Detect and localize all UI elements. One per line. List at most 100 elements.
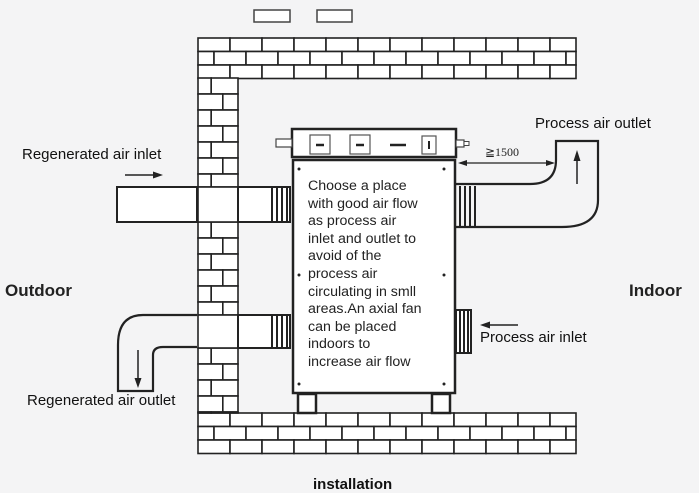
side-wall-brick xyxy=(197,411,212,414)
bottom-wall-brick xyxy=(261,439,295,455)
side-wall-brick xyxy=(197,301,224,316)
unit-foot-left xyxy=(296,392,318,415)
side-wall-brick xyxy=(197,141,212,159)
side-wall-brick xyxy=(222,363,239,381)
side-wall-brick xyxy=(210,411,239,414)
side-wall-brick xyxy=(197,363,224,381)
side-wall-brick xyxy=(197,109,212,127)
bottom-wall-brick xyxy=(293,439,327,455)
top-wall-brick xyxy=(453,37,487,53)
bottom-wall-brick xyxy=(197,439,231,455)
regenerated-air-outlet-label: Regenerated air outlet xyxy=(27,392,176,409)
bottom-wall-brick xyxy=(309,425,343,441)
side-wall-brick xyxy=(197,237,224,255)
bottom-wall-brick xyxy=(437,425,471,441)
side-wall-brick xyxy=(210,285,239,303)
installation-note: Choose a place with good air flow as pro… xyxy=(308,178,422,370)
bottom-wall-brick xyxy=(453,439,487,455)
process-air-outlet-grille xyxy=(459,186,476,226)
top-wall-brick xyxy=(389,64,423,80)
top-wall-brick xyxy=(309,50,343,66)
side-wall-brick xyxy=(222,237,239,255)
side-wall-brick xyxy=(210,221,239,239)
side-wall-brick xyxy=(197,186,239,223)
bottom-wall-brick xyxy=(517,412,551,428)
regenerated-air-outlet-inner-duct xyxy=(237,314,291,349)
top-wall-brick xyxy=(261,37,295,53)
top-wall-brick xyxy=(421,37,455,53)
side-wall-brick xyxy=(197,173,212,188)
side-wall-brick xyxy=(210,253,239,271)
side-wall-brick xyxy=(210,141,239,159)
top-wall-brick xyxy=(213,50,247,66)
side-wall-brick xyxy=(222,301,239,316)
top-wall-brick xyxy=(229,64,263,80)
top-wall-brick xyxy=(453,64,487,80)
bottom-wall-brick xyxy=(405,425,439,441)
side-wall-brick xyxy=(222,93,239,111)
bottom-wall-brick xyxy=(197,425,215,441)
outdoor-label: Outdoor xyxy=(5,281,73,300)
top-wall-brick xyxy=(325,64,359,80)
side-wall-brick xyxy=(197,221,212,239)
top-wall-brick xyxy=(501,50,535,66)
side-wall-brick xyxy=(197,125,224,143)
top-wall-brick xyxy=(437,50,471,66)
bottom-wall-brick xyxy=(341,425,375,441)
top-wall-brick xyxy=(485,64,519,80)
clearance-dimension-line xyxy=(458,160,555,166)
bottom-wall-brick xyxy=(453,412,487,428)
top-wall-brick xyxy=(277,50,311,66)
diagram-caption: installation xyxy=(313,476,393,493)
bottom-wall-brick xyxy=(389,412,423,428)
process-air-outlet-arrow xyxy=(573,150,581,184)
top-marker-right xyxy=(316,9,353,23)
top-wall-brick xyxy=(549,64,577,80)
top-marker-left xyxy=(253,9,291,23)
bottom-wall-brick xyxy=(517,439,551,455)
side-wall-brick xyxy=(197,347,212,365)
top-wall-brick xyxy=(261,64,295,80)
bottom-wall-brick xyxy=(213,425,247,441)
bottom-wall-brick xyxy=(485,412,519,428)
bottom-wall-brick xyxy=(357,412,391,428)
brick-wall xyxy=(197,37,577,455)
bottom-wall-brick xyxy=(501,425,535,441)
top-wall-brick xyxy=(565,50,577,66)
top-wall-brick xyxy=(469,50,503,66)
bottom-wall-brick xyxy=(421,412,455,428)
side-wall-brick xyxy=(197,395,224,413)
bottom-wall-brick xyxy=(373,425,407,441)
top-wall-brick xyxy=(549,37,577,53)
bottom-wall-brick xyxy=(549,439,577,455)
top-wall-brick xyxy=(533,50,567,66)
side-wall-brick xyxy=(197,77,212,95)
side-wall-brick xyxy=(222,157,239,175)
top-wall-brick xyxy=(229,37,263,53)
process-air-outlet-label: Process air outlet xyxy=(535,115,651,132)
side-wall-brick xyxy=(197,269,224,287)
side-wall-brick xyxy=(210,173,239,188)
top-wall-brick xyxy=(293,64,327,80)
top-wall-brick xyxy=(197,50,215,66)
side-wall-brick xyxy=(210,347,239,365)
bottom-wall-brick xyxy=(389,439,423,455)
regenerated-air-inlet-duct xyxy=(116,186,291,223)
side-wall-brick xyxy=(222,395,239,413)
top-wall-brick xyxy=(485,37,519,53)
top-wall-brick xyxy=(293,37,327,53)
side-wall-brick xyxy=(210,379,239,397)
bottom-wall-brick xyxy=(565,425,577,441)
top-wall-brick xyxy=(341,50,375,66)
regenerated-air-outlet-duct xyxy=(116,313,197,393)
process-air-inlet-grille xyxy=(455,309,472,354)
side-wall-brick xyxy=(197,379,212,397)
side-wall-brick xyxy=(222,125,239,143)
process-air-inlet-arrow xyxy=(480,321,518,329)
bottom-wall-brick xyxy=(485,439,519,455)
side-wall-brick xyxy=(197,93,224,111)
side-wall-brick xyxy=(197,157,224,175)
clearance-dimension-label: ≧1500 xyxy=(485,145,520,159)
side-wall-brick xyxy=(197,314,239,349)
